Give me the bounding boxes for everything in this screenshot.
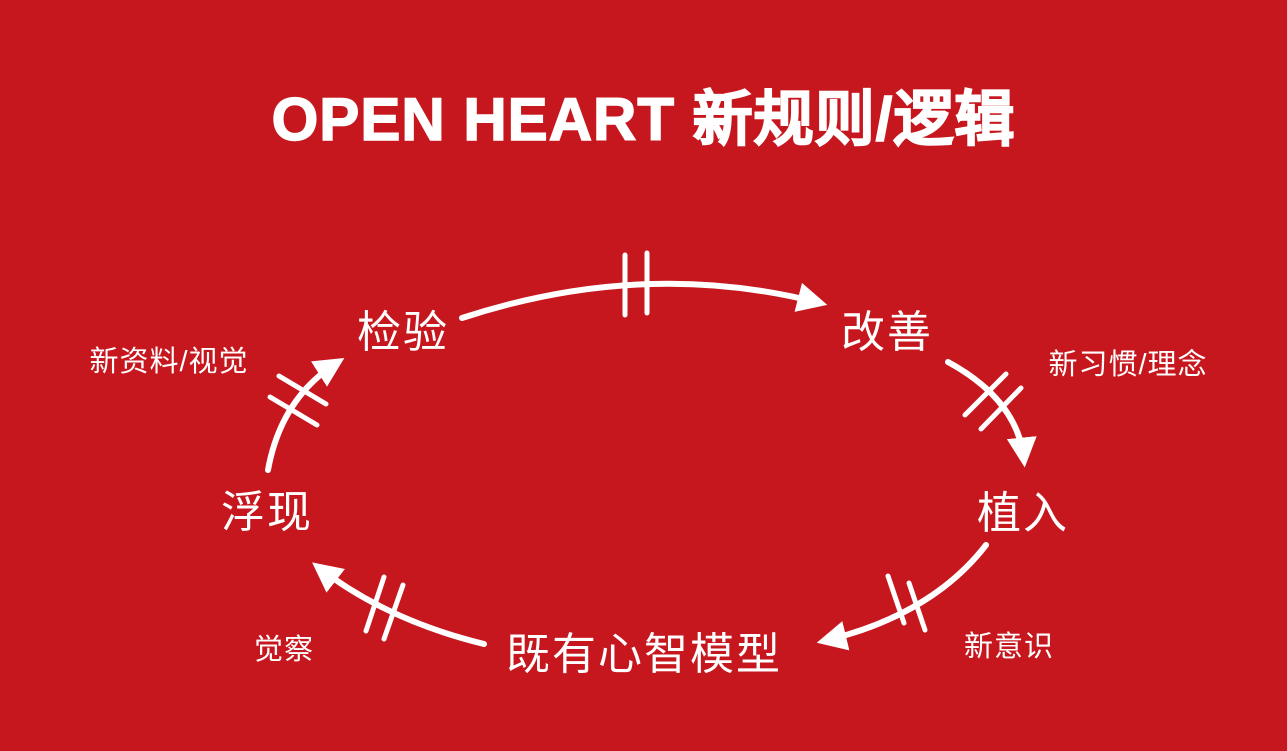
tick-marks xyxy=(363,574,406,642)
label-awareness: 觉察 xyxy=(253,634,315,667)
tick-marks xyxy=(267,373,329,428)
label-new-consciousness: 新意识 xyxy=(963,631,1055,664)
label-new-habit-concept: 新习惯/理念 xyxy=(1048,349,1208,382)
label-new-data-vision: 新资料/视觉 xyxy=(89,346,249,379)
arrow-existing-to-emerge xyxy=(312,562,487,647)
arrow-improve-to-implant xyxy=(945,359,1037,468)
arrow-implant-to-existing xyxy=(816,542,989,651)
node-verify: 检验 xyxy=(357,307,449,357)
node-existing-mental-model: 既有心智模型 xyxy=(506,629,782,679)
page-title: OPEN HEART 新规则/逻辑 xyxy=(271,85,1016,154)
arrow-verify-to-improve xyxy=(459,250,828,321)
node-emerge: 浮现 xyxy=(221,487,313,537)
node-improve: 改善 xyxy=(841,307,933,357)
tick-marks xyxy=(622,250,650,318)
node-implant: 植入 xyxy=(977,488,1069,538)
tick-marks xyxy=(962,371,1024,432)
arrow-emerge-to-verify xyxy=(265,357,345,473)
tick-marks xyxy=(885,573,928,633)
